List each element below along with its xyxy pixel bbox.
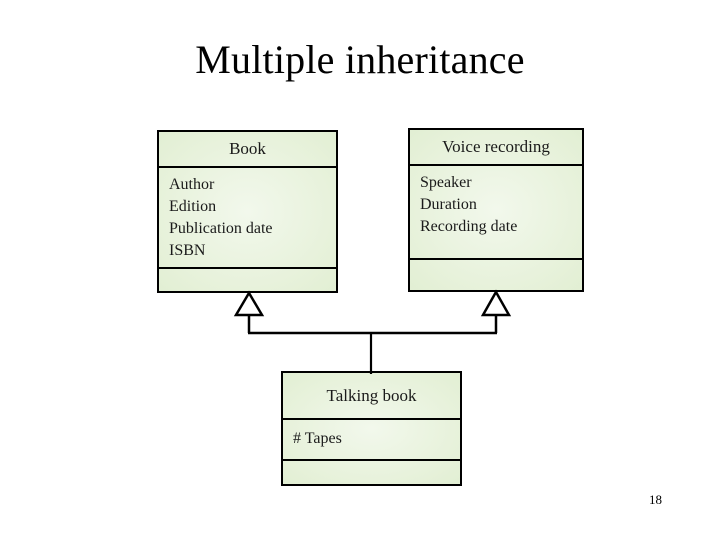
generalization-triangle-book-icon bbox=[233, 290, 265, 317]
uml-attributes-compartment: Author Edition Publication date ISBN bbox=[159, 168, 336, 269]
uml-class-name-label: Book bbox=[229, 139, 266, 158]
uml-attribute-item: Recording date bbox=[420, 218, 518, 235]
uml-class-voice-recording[interactable]: Voice recording Speaker Duration Recordi… bbox=[408, 128, 584, 292]
uml-class-book[interactable]: Book Author Edition Publication date ISB… bbox=[157, 130, 338, 293]
uml-attribute-item: Speaker bbox=[420, 174, 472, 191]
uml-operations-compartment bbox=[410, 260, 582, 290]
uml-attributes-compartment: # Tapes bbox=[283, 420, 460, 461]
page-number: 18 bbox=[649, 492, 662, 507]
uml-class-name-compartment: Talking book bbox=[283, 373, 460, 420]
uml-operations-compartment bbox=[283, 461, 460, 484]
uml-attributes-compartment: Speaker Duration Recording date bbox=[410, 166, 582, 260]
uml-attribute-item: ISBN bbox=[169, 242, 206, 259]
uml-class-name-label: Voice recording bbox=[442, 137, 550, 156]
uml-attribute-item: Edition bbox=[169, 198, 217, 215]
generalization-triangle-voice-recording-icon bbox=[480, 289, 512, 317]
uml-class-name-label: Talking book bbox=[326, 385, 417, 405]
uml-class-name-compartment: Book bbox=[159, 132, 336, 168]
uml-attribute-item: Author bbox=[169, 176, 215, 193]
uml-attribute-item: Publication date bbox=[169, 220, 273, 237]
uml-attribute-item: Duration bbox=[420, 196, 477, 213]
uml-class-name-compartment: Voice recording bbox=[410, 130, 582, 166]
uml-operations-compartment bbox=[159, 269, 336, 291]
uml-attribute-item: # Tapes bbox=[293, 430, 342, 447]
uml-class-talking-book[interactable]: Talking book # Tapes bbox=[281, 371, 462, 486]
page-title: Multiple inheritance bbox=[195, 37, 525, 82]
